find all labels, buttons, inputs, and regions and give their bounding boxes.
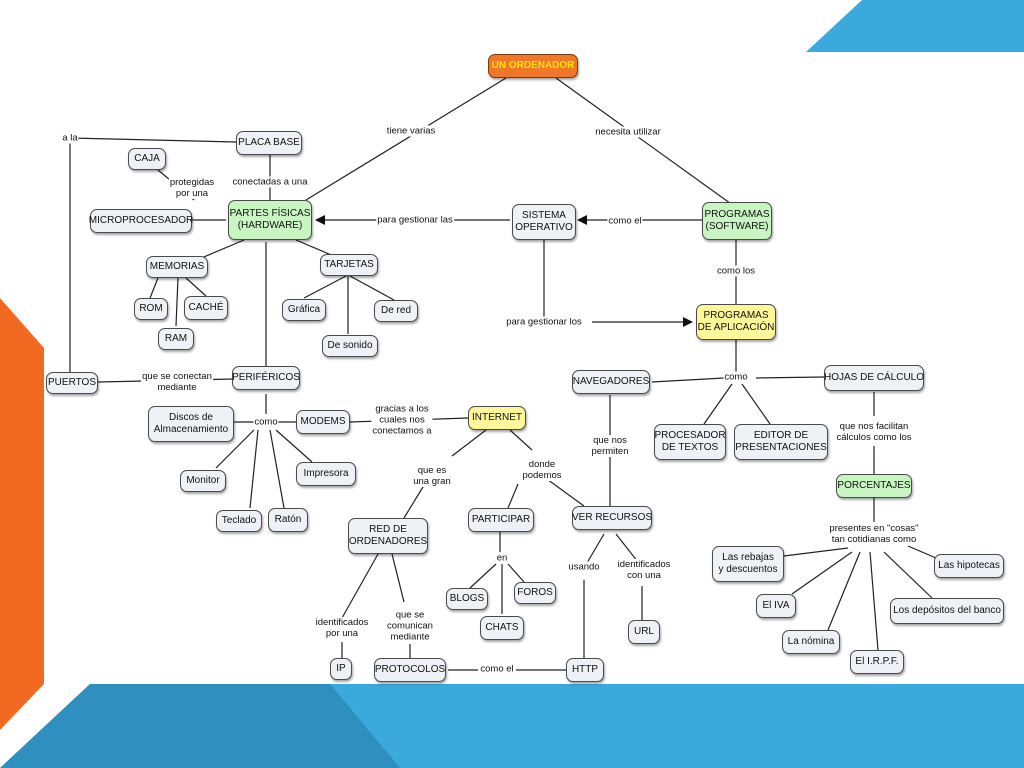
node-hojas-calculo[interactable]: HOJAS DE CÁLCULO (824, 365, 924, 391)
node-procesador-textos[interactable]: PROCESADOR DE TEXTOS (654, 424, 726, 460)
blue-band-bottom-dark (0, 684, 400, 768)
node-url[interactable]: URL (628, 620, 660, 644)
node-ip[interactable]: IP (330, 658, 352, 680)
node-blogs[interactable]: BLOGS (446, 588, 488, 610)
node-hipotecas[interactable]: Las hipotecas (934, 554, 1004, 578)
node-placa-base[interactable]: PLACA BASE (236, 131, 302, 155)
link-label-en: en (495, 552, 509, 564)
node-de-red[interactable]: De red (374, 300, 418, 322)
node-discos[interactable]: Discos de Almacenamiento (148, 406, 234, 442)
node-irpf[interactable]: El I.R.P.F. (850, 650, 904, 674)
concept-map-card: UN ORDENADOR PLACA BASE CAJA MICROPROCES… (44, 52, 1008, 684)
node-cache[interactable]: CACHÉ (184, 296, 228, 320)
node-grafica[interactable]: Gráfica (282, 299, 326, 321)
node-foros[interactable]: FOROS (514, 582, 556, 604)
link-label-identificados-una: identificados con una (616, 559, 672, 581)
node-raton[interactable]: Ratón (268, 508, 308, 532)
node-ram[interactable]: RAM (158, 328, 194, 350)
link-label-que-es-una-gran: que es una gran (412, 465, 452, 487)
node-impresora[interactable]: Impresora (296, 462, 356, 486)
node-chats[interactable]: CHATS (480, 616, 524, 640)
node-perifericos[interactable]: PERIFÉRICOS (232, 366, 300, 390)
node-microprocesador[interactable]: MICROPROCESADOR (89, 209, 193, 233)
link-label-para-gestionar-las: para gestionar las (376, 214, 454, 226)
link-label-que-nos-permiten: que nos permiten (590, 435, 630, 457)
node-iva[interactable]: El IVA (756, 594, 796, 618)
link-label-identificados-por: identificados por una (314, 617, 370, 639)
node-red-ordenadores[interactable]: RED DE ORDENADORES (348, 518, 428, 554)
link-label-usando: usando (567, 561, 601, 573)
link-label-como-el-http: como el (479, 663, 515, 675)
link-label-que-se-conectan: que se conectan mediante (141, 371, 213, 393)
node-navegadores[interactable]: NAVEGADORES (572, 370, 650, 394)
link-label-como-los: como los (715, 265, 757, 277)
node-nomina[interactable]: La nómina (782, 630, 840, 654)
node-monitor[interactable]: Monitor (180, 470, 226, 492)
node-depositos[interactable]: Los depósitos del banco (890, 598, 1004, 624)
node-rebajas[interactable]: Las rebajas y descuentos (712, 546, 784, 582)
node-memorias[interactable]: MEMORIAS (146, 256, 208, 278)
link-label-tiene-varias: tiene varias (385, 125, 437, 137)
node-programas-software[interactable]: PROGRAMAS (SOFTWARE) (702, 202, 772, 240)
node-rom[interactable]: ROM (134, 298, 168, 320)
node-internet[interactable]: INTERNET (468, 406, 526, 430)
link-label-para-gestionar-los: para gestionar los (505, 316, 583, 328)
node-teclado[interactable]: Teclado (216, 510, 262, 532)
link-label-conectadas: conectadas a una (231, 176, 309, 188)
link-label-donde-podemos: donde podemos (521, 459, 563, 481)
node-sistema-operativo[interactable]: SISTEMA OPERATIVO (512, 204, 576, 240)
node-protocolos[interactable]: PROTOCOLOS (374, 658, 446, 682)
blue-corner-top-right (806, 0, 1024, 52)
node-modems[interactable]: MODEMS (296, 410, 350, 434)
node-caja[interactable]: CAJA (128, 148, 166, 170)
node-participar[interactable]: PARTICIPAR (468, 508, 534, 532)
node-editor-presentaciones[interactable]: EDITOR DE PRESENTACIONES (734, 424, 828, 460)
link-label-como-aplicaciones: como (723, 371, 749, 383)
link-label-como-el: como el (607, 215, 643, 227)
link-label-como-perifericos: como (253, 416, 279, 428)
node-ver-recursos[interactable]: VER RECURSOS (572, 506, 652, 530)
node-partes-fisicas[interactable]: PARTES FÍSICAS (HARDWARE) (228, 200, 312, 240)
node-de-sonido[interactable]: De sonido (322, 335, 378, 357)
link-label-gracias: gracias a los cuales nos conectamos a (371, 403, 433, 437)
node-http[interactable]: HTTP (566, 658, 604, 682)
link-label-que-nos-facilitan: que nos facilitan cálculos como los (835, 421, 913, 443)
node-puertos[interactable]: PUERTOS (46, 372, 98, 394)
link-label-protegidas: protegidas por una (168, 177, 216, 199)
link-label-que-se-comunican: que se comunican mediante (386, 609, 434, 643)
node-tarjetas[interactable]: TARJETAS (320, 254, 378, 276)
link-label-necesita-utilizar: necesita utilizar (594, 126, 662, 138)
node-un-ordenador[interactable]: UN ORDENADOR (488, 54, 578, 78)
node-porcentajes[interactable]: PORCENTAJES (836, 474, 912, 498)
orange-wedge-left (0, 298, 44, 730)
link-label-presentes: presentes en "cosas" tan cotidianas como (828, 523, 920, 545)
link-label-a-la: a la (61, 132, 79, 144)
node-programas-aplicacion[interactable]: PROGRAMAS DE APLICACIÓN (696, 304, 776, 340)
